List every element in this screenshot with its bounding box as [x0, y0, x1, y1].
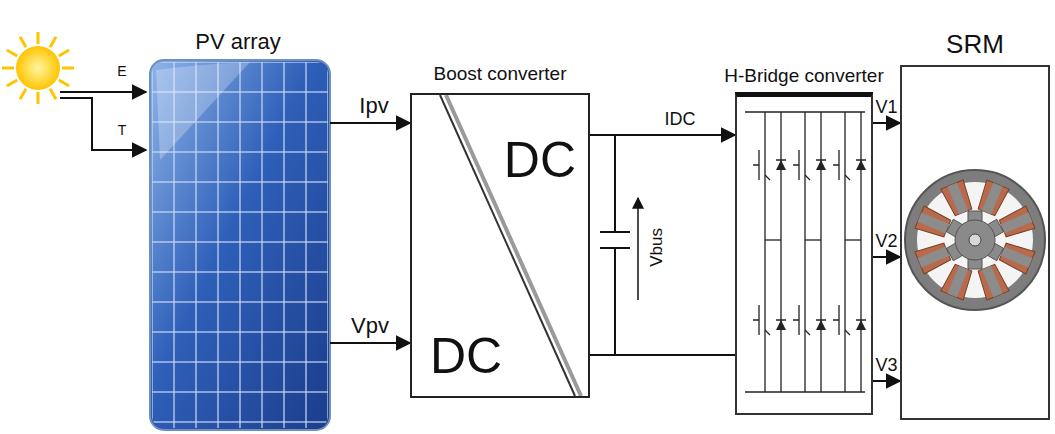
- sun-ray: [37, 32, 40, 44]
- sun-ray: [7, 80, 17, 86]
- diode-symbol: [816, 320, 826, 330]
- panel-glare: [156, 62, 250, 160]
- sun-ray: [50, 89, 56, 99]
- bridge-wire: [805, 239, 821, 240]
- bridge-wire: [793, 240, 805, 392]
- voltage-arrow: [637, 198, 639, 300]
- pv-array: PV array: [150, 60, 330, 430]
- bridge-wire: [765, 239, 781, 240]
- pv-panel: [150, 60, 330, 430]
- node-heading: H-Bridge converter: [724, 66, 883, 87]
- srm-box: SRM: [900, 65, 1050, 420]
- diode-symbol: [776, 160, 786, 170]
- bridge-wire: [765, 330, 770, 335]
- signal-label: Ipv: [359, 94, 388, 118]
- boost-converter: Boost converterDCDC: [410, 93, 590, 398]
- node-heading: SRM: [946, 30, 1004, 59]
- signal-label: V3: [875, 356, 897, 376]
- node-heading: PV array: [195, 30, 281, 54]
- sun-ray: [2, 67, 14, 70]
- sun: [16, 46, 60, 90]
- diode-symbol: [776, 320, 786, 330]
- sun-rays: [2, 32, 74, 104]
- signal-connector: [330, 122, 410, 124]
- bus-voltage-label: Vbus: [648, 228, 667, 267]
- bridge-wire: [753, 240, 765, 392]
- shaft: [969, 234, 981, 246]
- signal-connector: [873, 380, 900, 382]
- sun-ray: [37, 92, 40, 104]
- stator-pole: [998, 240, 1035, 274]
- irradiance-arrow: [60, 91, 146, 93]
- sun-ray: [7, 50, 17, 56]
- stator-pole: [915, 240, 952, 274]
- sun-ray: [20, 89, 26, 99]
- diode-symbol: [856, 320, 866, 330]
- sun-ray: [50, 37, 56, 47]
- temperature-arrow: [60, 98, 146, 150]
- bridge-wire: [753, 112, 765, 240]
- signal-connector: [590, 134, 735, 136]
- bridge-wire: [765, 175, 770, 180]
- rotor: [955, 220, 995, 260]
- signal-label: IDC: [664, 110, 695, 130]
- bridge-wire: [816, 240, 826, 392]
- signal-connector: [873, 122, 900, 124]
- stator-pole: [915, 206, 952, 240]
- dc-label: DC: [430, 329, 502, 384]
- bridge-wire: [805, 175, 810, 180]
- stator: [905, 170, 1045, 310]
- capacitor-symbol: [600, 135, 630, 355]
- bridge-wire: [776, 240, 786, 392]
- bridge-wire: [845, 175, 850, 180]
- bridge-wire: [856, 112, 866, 240]
- bridge-wire: [856, 240, 866, 392]
- signal-connector: [590, 354, 735, 356]
- bridge-wire: [845, 330, 850, 335]
- bridge-wire: [833, 240, 845, 392]
- sun-ray: [62, 67, 74, 70]
- bridge-wire: [793, 112, 805, 240]
- node-heading: Boost converter: [433, 64, 566, 85]
- signal-connector: [330, 342, 410, 344]
- pv-cells: [152, 62, 328, 428]
- signal-connector: [873, 256, 900, 258]
- bridge-wire: [816, 112, 826, 240]
- bridge-wire: [845, 239, 861, 240]
- signal-label: V1: [875, 98, 897, 118]
- bridge-wire: [805, 330, 810, 335]
- diode-symbol: [816, 160, 826, 170]
- stator-bore: [917, 182, 1033, 298]
- input-label: T: [118, 123, 127, 138]
- signal-label: V2: [875, 232, 897, 252]
- input-label: E: [117, 64, 126, 79]
- dc-label: DC: [504, 133, 576, 188]
- sun-ray: [59, 50, 69, 56]
- bridge-wire: [776, 112, 786, 240]
- srm-drawing: [905, 170, 1045, 310]
- diode-symbol: [856, 160, 866, 170]
- h-bridge-converter: H-Bridge converter: [735, 92, 873, 415]
- signal-label: Vpv: [351, 314, 389, 338]
- sun-ray: [20, 37, 26, 47]
- stator-pole: [998, 206, 1035, 240]
- bridge-wire: [833, 112, 845, 240]
- sun-ray: [59, 80, 69, 86]
- bridge-schematic: [745, 112, 866, 392]
